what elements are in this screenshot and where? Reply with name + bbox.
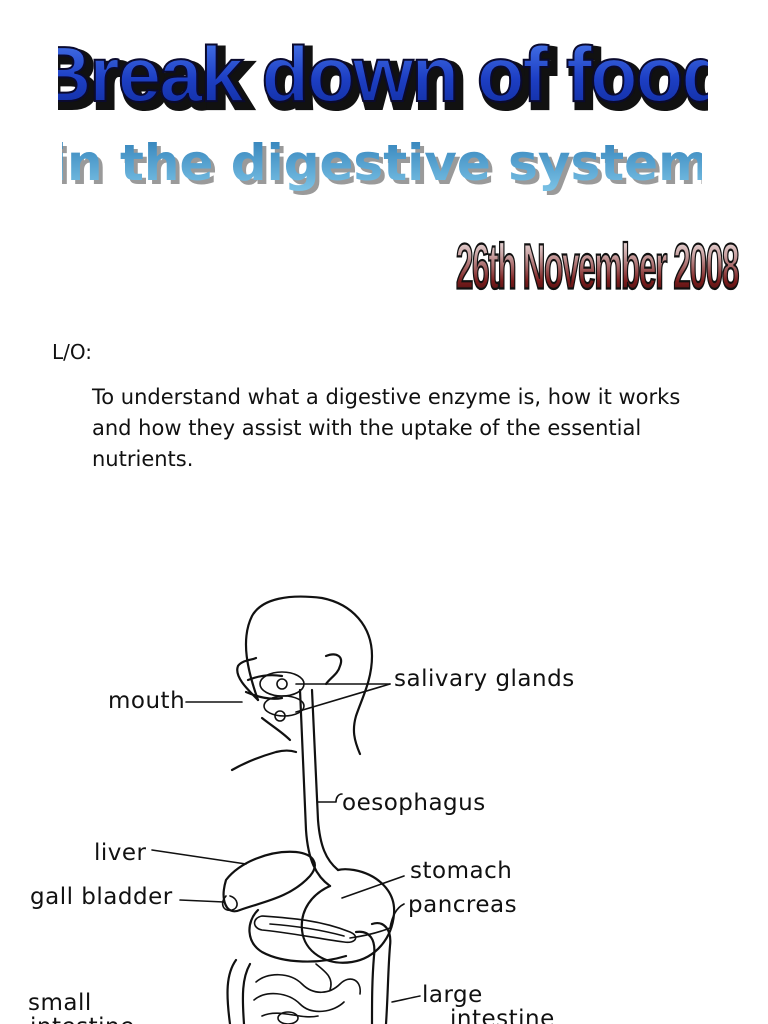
label-oesophagus: oesophagus (342, 790, 486, 816)
label-large-intestine-line2: intestine (450, 1006, 555, 1024)
digestive-system-diagram: mouth salivary glands oesophagus liver s… (28, 595, 575, 1024)
label-small-intestine-line1: small (28, 990, 92, 1016)
objective-text: To understand what a digestive enzyme is… (92, 385, 681, 471)
page-title: Break down of food Break down of food (58, 29, 708, 127)
subtitle-shadow: in the digestive system (62, 138, 702, 196)
label-liver: liver (94, 840, 147, 866)
date-text: 26th November 2008 (456, 230, 739, 302)
label-gall-bladder: gall bladder (30, 884, 173, 910)
label-pancreas: pancreas (408, 892, 517, 918)
label-salivary-glands: salivary glands (394, 666, 575, 692)
body-outline (221, 595, 396, 1024)
date-banner: 26th November 2008 (455, 230, 741, 302)
label-small-intestine-line2: intestine (30, 1014, 135, 1024)
subtitle-text: in the digestive system (62, 134, 702, 192)
label-large-intestine-line1: large (422, 982, 483, 1008)
label-mouth: mouth (108, 688, 185, 714)
label-stomach: stomach (410, 858, 512, 884)
page-subtitle: in the digestive system in the digestive… (62, 134, 702, 196)
objective-label: L/O: (52, 340, 93, 364)
title-text: Break down of food (58, 30, 708, 118)
leader-lines (151, 683, 421, 1003)
title-shadow: Break down of food (58, 35, 708, 123)
